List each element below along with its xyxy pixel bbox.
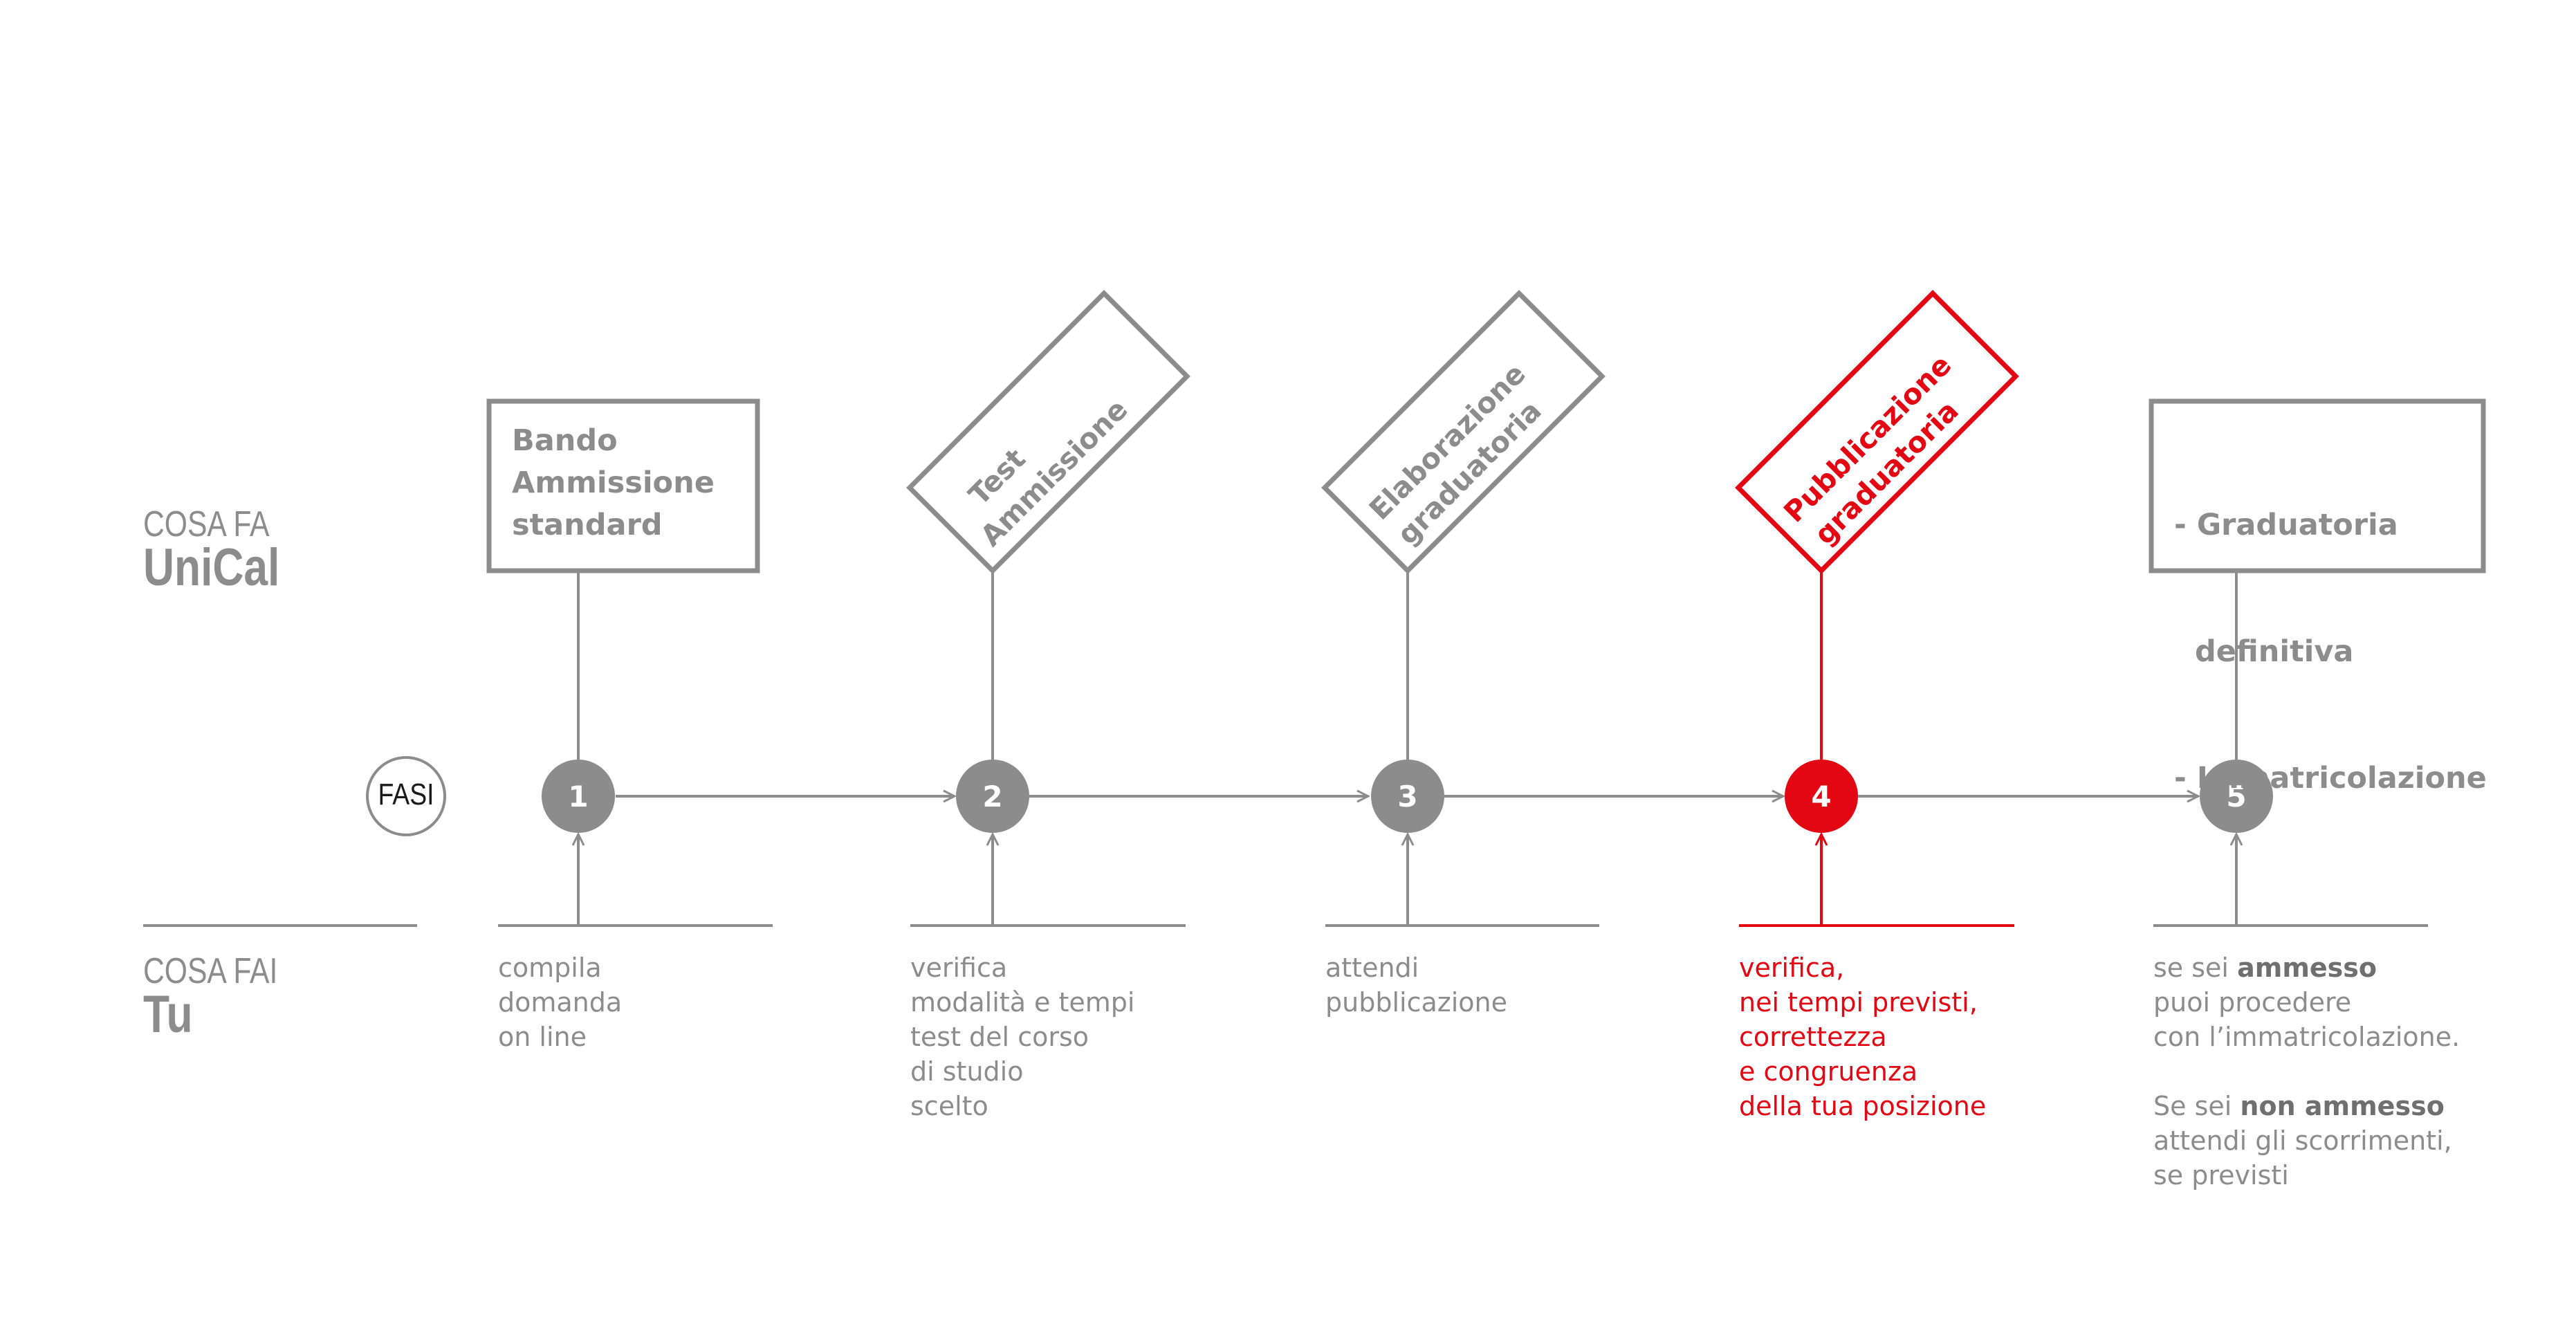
phase-circle-5: [2200, 760, 2273, 833]
fasi-label: FASI: [378, 778, 434, 811]
phase-circle-4: [1785, 760, 1858, 833]
user-line: attendi gli scorrimenti,: [2153, 1125, 2452, 1156]
unical-text-1: Bando Ammissione standard: [512, 420, 715, 546]
admitted-emphasis: ammesso: [2237, 953, 2377, 983]
user-text-1: compila domanda on line: [498, 950, 622, 1054]
user-line: della tua posizione: [1739, 1091, 1987, 1121]
user-line: correttezza: [1739, 1022, 1887, 1052]
unical-line: Bando: [512, 423, 618, 458]
user-line: se previsti: [2153, 1160, 2289, 1190]
phase-circle-3: [1371, 760, 1444, 833]
user-line: compila: [498, 953, 602, 983]
unical-line: Ammissione: [512, 466, 715, 500]
user-line-part: Se sei: [2153, 1091, 2241, 1121]
user-text-3: attendi pubblicazione: [1325, 950, 1507, 1020]
unical-tag-2: [906, 290, 1190, 574]
user-line: verifica,: [1739, 953, 1845, 983]
unical-box-1: [486, 398, 760, 573]
user-line: verifica: [910, 953, 1008, 983]
user-line: con l’immatricolazione.: [2153, 1022, 2460, 1052]
phase-circle-2: [956, 760, 1029, 833]
phase-number-3: 3: [1397, 780, 1417, 813]
user-line: di studio: [910, 1056, 1024, 1087]
user-line: test del corso: [910, 1022, 1089, 1052]
user-text-5: se sei ammesso puoi procedere con l’imma…: [2153, 950, 2460, 1193]
user-line: domanda: [498, 987, 623, 1018]
user-line: se sei ammesso: [2153, 950, 2460, 985]
user-text-2: verifica modalità e tempi test del corso…: [910, 950, 1134, 1123]
fasi-badge: [366, 756, 446, 836]
phase-number-5: 5: [2226, 780, 2246, 813]
phase-number-2: 2: [982, 780, 1002, 813]
user-line: nei tempi previsti,: [1739, 987, 1978, 1018]
unical-line: - Graduatoria: [2174, 508, 2398, 542]
user-line: puoi procedere: [2153, 987, 2352, 1018]
user-line: modalità e tempi: [910, 987, 1135, 1018]
user-line-part: se sei: [2153, 953, 2238, 983]
user-row-name: Tu: [143, 985, 193, 1044]
user-line: on line: [498, 1022, 587, 1052]
user-line: pubblicazione: [1325, 987, 1507, 1018]
phase-number-4: 4: [1811, 780, 1831, 813]
not-admitted-emphasis: non ammesso: [2240, 1091, 2445, 1121]
unical-row-prefix: COSA FA: [143, 504, 270, 544]
user-line: e congruenza: [1739, 1056, 1918, 1087]
phase-number-1: 1: [568, 780, 588, 813]
phase-circle-1: [542, 760, 615, 833]
unical-tag-3: [1321, 290, 1606, 574]
user-text-4: verifica, nei tempi previsti, correttezz…: [1739, 950, 1986, 1123]
unical-row-name: UniCal: [143, 538, 280, 597]
unical-line: standard: [512, 508, 663, 542]
user-line: scelto: [910, 1091, 988, 1121]
unical-tag-4: [1735, 290, 2019, 574]
user-line: Se sei non ammesso: [2153, 1089, 2460, 1123]
user-row-prefix: COSA FAI: [143, 951, 278, 991]
unical-line: definitiva: [2174, 634, 2354, 669]
unical-box-5: [2149, 398, 2486, 573]
unical-line: - Immatricolazione: [2174, 761, 2487, 796]
user-line: attendi: [1325, 953, 1419, 983]
unical-text-5: - Graduatoria definitiva - Immatricolazi…: [2174, 420, 2487, 842]
